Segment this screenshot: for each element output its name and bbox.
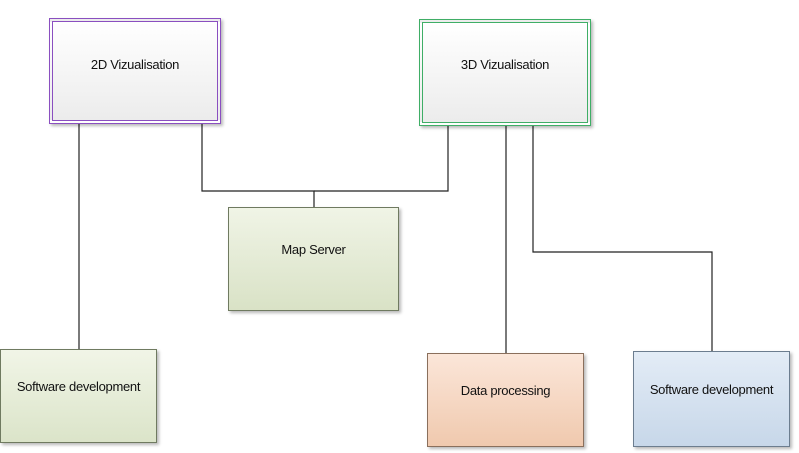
node-2d-vizualisation: 2D Vizualisation bbox=[49, 18, 221, 124]
node-software-development-right: Software development bbox=[633, 351, 790, 447]
node-software-development-left: Software development bbox=[0, 349, 157, 443]
node-data-processing-label: Data processing bbox=[460, 383, 551, 398]
node-2d-label: 2D Vizualisation bbox=[90, 57, 180, 72]
connector-3d-to-software-right bbox=[532, 126, 713, 351]
connector-3d-to-map-server bbox=[314, 126, 449, 192]
node-map-server: Map Server bbox=[228, 207, 399, 311]
node-software-development-left-label: Software development bbox=[16, 379, 141, 394]
node-3d-label: 3D Vizualisation bbox=[460, 57, 550, 72]
node-data-processing: Data processing bbox=[427, 353, 584, 447]
node-map-server-label: Map Server bbox=[281, 242, 346, 257]
node-3d-vizualisation: 3D Vizualisation bbox=[419, 19, 591, 126]
node-software-development-right-label: Software development bbox=[649, 382, 774, 397]
connector-2d-to-map-server bbox=[201, 124, 315, 207]
